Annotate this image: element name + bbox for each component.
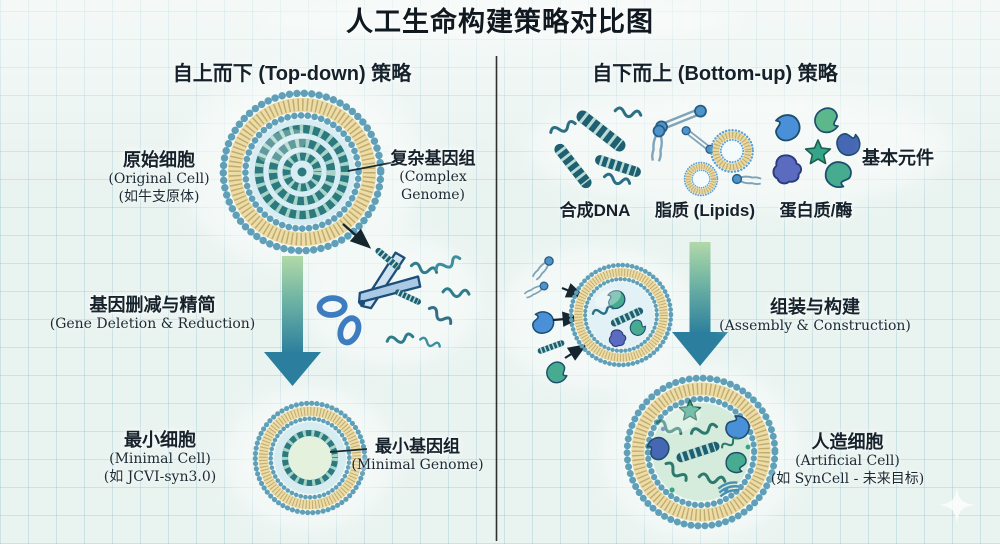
bottom-up-header: 自下而上 (Bottom-up) 策略	[592, 63, 838, 85]
bottom-up-arrow	[672, 242, 728, 366]
page-title: 人工生命构建策略对比图	[346, 7, 654, 37]
complex-genome-label: 复杂基因组 (Complex Genome)	[390, 149, 476, 203]
lipids-label: 脂质 (Lipids)	[654, 201, 756, 220]
basic-components-label: 基本元件	[862, 148, 934, 168]
sparkle-watermark	[938, 486, 976, 524]
minimal-cell-illustration	[255, 403, 364, 512]
top-down-header: 自上而下 (Top-down) 策略	[172, 63, 412, 85]
assembly-cell-illustration	[571, 265, 671, 365]
original-cell-illustration	[223, 93, 380, 250]
cell-to-scissors-arrow	[342, 223, 372, 249]
minimal-genome-connector	[329, 448, 368, 453]
synthetic-dna-label: 合成DNA	[559, 201, 631, 220]
proteins-label: 蛋白质/酶	[779, 201, 853, 220]
assembly-label: 组装与构建 (Assembly & Construction)	[719, 297, 911, 334]
gene-deletion-label: 基因删减与精简 (Gene Deletion & Reduction)	[49, 295, 256, 332]
complex-genome-connector	[347, 161, 396, 172]
minimal-cell-label: 最小细胞 (Minimal Cell) (如 JCVI-syn3.0)	[103, 430, 217, 485]
minimal-genome-label: 最小基因组 (Minimal Genome)	[351, 437, 484, 473]
top-down-arrow	[264, 256, 321, 386]
original-cell-label: 原始细胞 (Original Cell) (如牛支原体)	[108, 150, 210, 205]
complex-genome-coils	[254, 124, 350, 220]
artificial-cell-illustration	[627, 378, 775, 526]
artificial-cell-label: 人造细胞 (Artificial Cell) (如 SynCell - 未来目标…	[770, 432, 925, 487]
